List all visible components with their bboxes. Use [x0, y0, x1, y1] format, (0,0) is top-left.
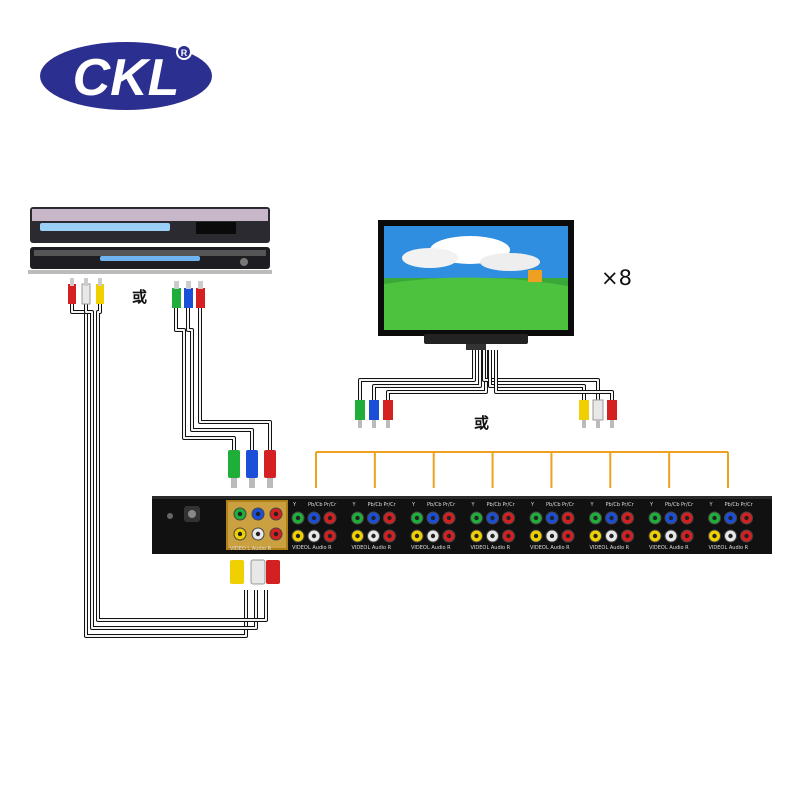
composite-input-cable — [70, 302, 268, 638]
output-label-y: Y — [709, 502, 714, 508]
output-label-audio: L Audio R — [487, 545, 511, 551]
output-label-audio: L Audio R — [427, 545, 451, 551]
output-label-pb: Pb/Cb — [487, 502, 502, 508]
output-label-pb: Pb/Cb — [665, 502, 680, 508]
registered-mark: R — [181, 48, 188, 58]
output-label-y: Y — [292, 502, 297, 508]
output-label-video: VIDEO — [530, 545, 546, 551]
output-label-audio: L Audio R — [665, 545, 689, 551]
tv-display — [378, 220, 574, 350]
or-label-display: 或 — [474, 414, 490, 432]
output-label-pr: Pr/Cr — [562, 502, 575, 508]
dvd-player — [28, 207, 272, 274]
output-label-y: Y — [471, 502, 476, 508]
output-label-audio: L Audio R — [725, 545, 749, 551]
ckl-logo: CKL R — [40, 42, 212, 110]
splitter-input-ports: VIDEO L Audio R — [230, 507, 283, 552]
output-label-video: VIDEO — [709, 545, 725, 551]
output-label-y: Y — [649, 502, 654, 508]
tv-composite-plugs — [579, 399, 617, 428]
output-label-pr: Pr/Cr — [324, 502, 337, 508]
output-label-pr: Pr/Cr — [681, 502, 694, 508]
output-label-y: Y — [352, 502, 357, 508]
output-label-audio: L Audio R — [546, 545, 570, 551]
output-label-audio: L Audio R — [308, 545, 332, 551]
output-label-pr: Pr/Cr — [622, 502, 635, 508]
tv-component-plugs — [355, 400, 393, 428]
output-distribution-bus — [315, 451, 729, 488]
output-label-pb: Pb/Cb — [725, 502, 740, 508]
splitter-composite-plugs — [230, 559, 280, 585]
output-label-pr: Pr/Cr — [384, 502, 397, 508]
output-label-y: Y — [530, 502, 535, 508]
output-label-pb: Pb/Cb — [427, 502, 442, 508]
splitter-unit — [152, 496, 772, 554]
output-label-video: VIDEO — [590, 545, 606, 551]
output-label-y: Y — [590, 502, 595, 508]
dvd-composite-plugs — [68, 278, 104, 305]
component-input-cable — [174, 306, 272, 450]
output-label-pr: Pr/Cr — [741, 502, 754, 508]
display-count-label: ×8 — [601, 266, 632, 290]
output-label-pb: Pb/Cb — [368, 502, 383, 508]
display-output-cables — [358, 350, 614, 400]
input-port-label: VIDEO L Audio R — [230, 546, 272, 552]
output-label-video: VIDEO — [411, 545, 427, 551]
output-label-pb: Pb/Cb — [606, 502, 621, 508]
output-label-video: VIDEO — [649, 545, 665, 551]
or-label-source: 或 — [132, 288, 148, 306]
splitter-component-plugs — [228, 450, 276, 488]
output-label-audio: L Audio R — [368, 545, 392, 551]
output-label-pr: Pr/Cr — [503, 502, 516, 508]
dvd-component-plugs — [172, 281, 205, 308]
output-label-pb: Pb/Cb — [546, 502, 561, 508]
output-label-video: VIDEO — [292, 545, 308, 551]
output-label-pb: Pb/Cb — [308, 502, 323, 508]
logo-text: CKL — [73, 49, 180, 107]
output-label-video: VIDEO — [352, 545, 368, 551]
output-label-y: Y — [411, 502, 416, 508]
output-label-video: VIDEO — [471, 545, 487, 551]
output-label-pr: Pr/Cr — [443, 502, 456, 508]
output-label-audio: L Audio R — [606, 545, 630, 551]
